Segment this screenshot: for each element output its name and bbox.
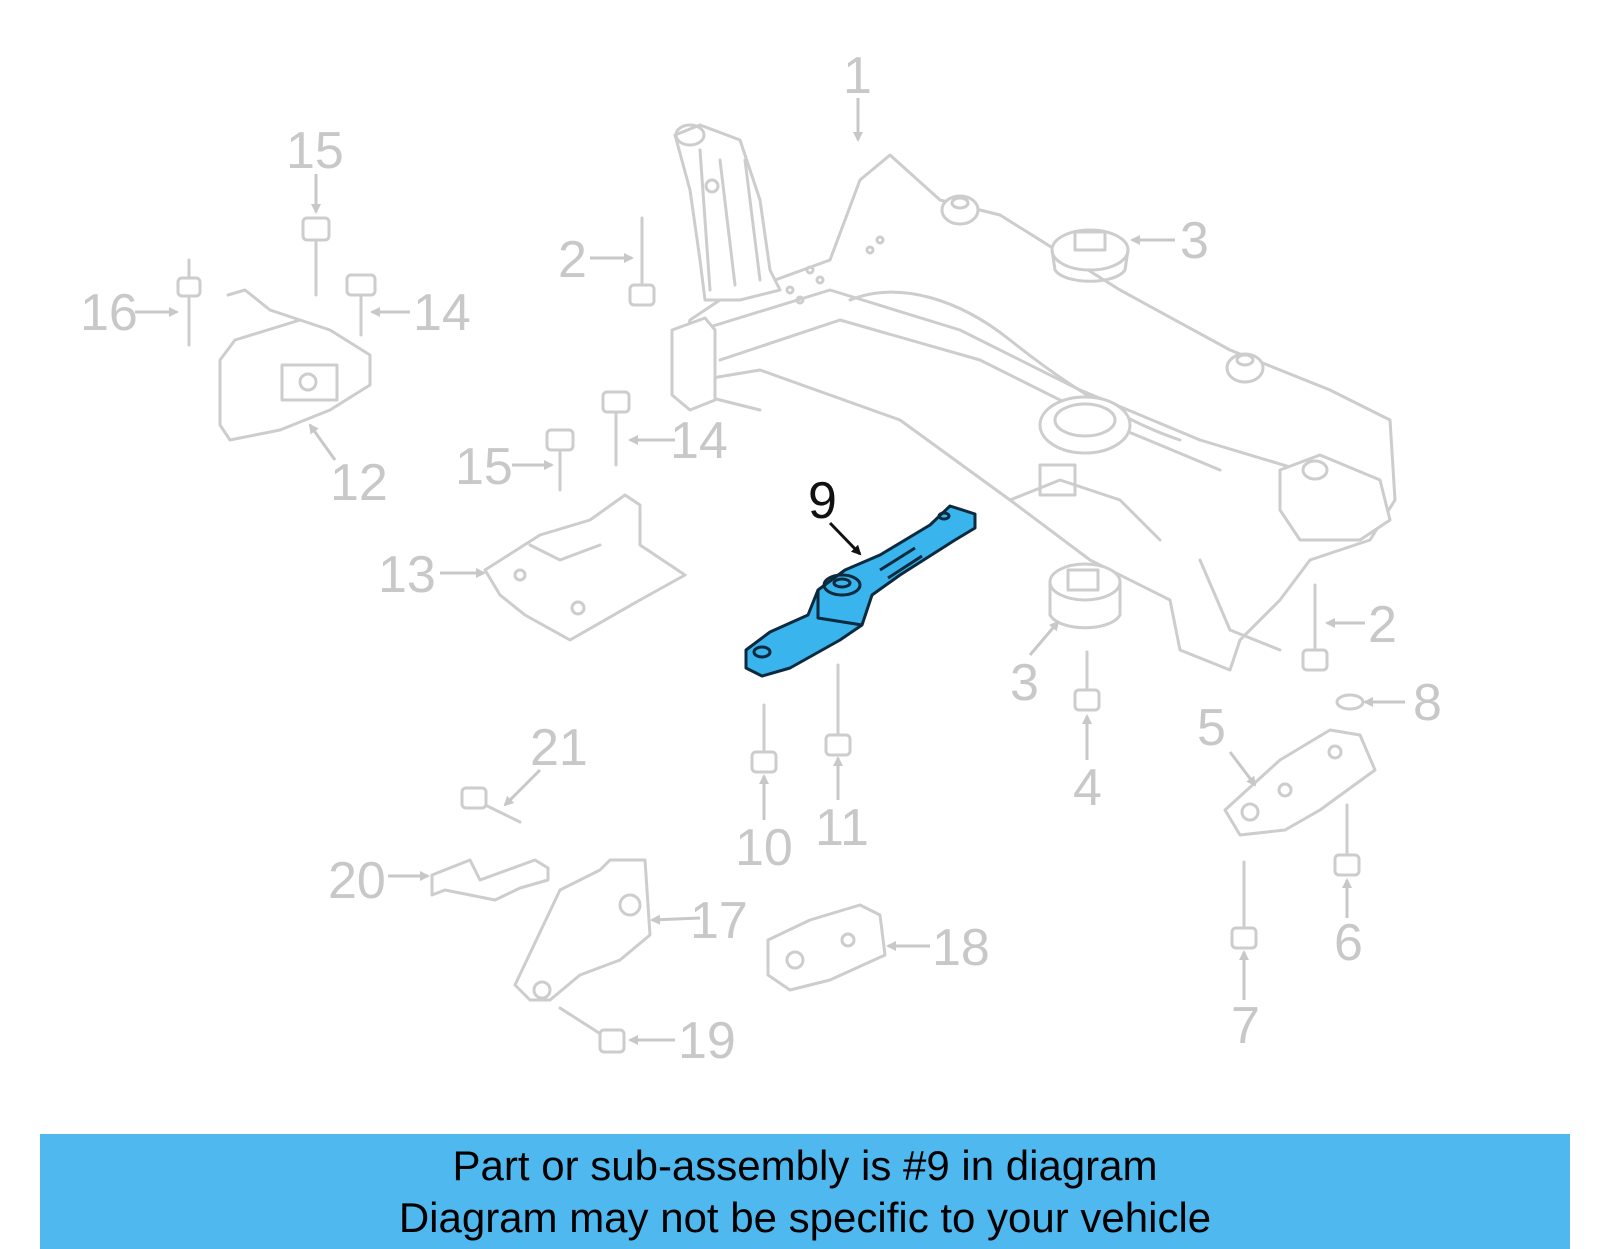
callout-3-upper: 3: [1180, 212, 1209, 270]
callout-12: 12: [330, 454, 388, 512]
banner-line-part-number: Part or sub-assembly is #9 in diagram: [452, 1142, 1158, 1189]
callout-3-lower: 3: [1010, 654, 1039, 712]
callout-15-mid: 15: [455, 438, 513, 496]
mount-12-drawing: [218, 288, 372, 442]
subframe-drawing: [670, 123, 1397, 672]
callout-2-top: 2: [558, 231, 587, 289]
callout-16: 16: [80, 284, 138, 342]
bracket-20-drawing: [430, 858, 550, 902]
callout-9: 9: [808, 472, 837, 530]
info-banner: Part or sub-assembly is #9 in diagram Di…: [40, 1134, 1570, 1249]
callout-10: 10: [735, 819, 793, 877]
callout-19: 19: [678, 1012, 736, 1070]
callout-8: 8: [1413, 674, 1442, 732]
callout-5: 5: [1197, 699, 1226, 757]
callout-2-right: 2: [1368, 596, 1397, 654]
bracket-13-drawing: [483, 493, 687, 642]
callout-15-top: 15: [286, 122, 344, 180]
callout-6: 6: [1334, 914, 1363, 972]
callout-7: 7: [1231, 997, 1260, 1055]
callout-11: 11: [815, 799, 869, 857]
bracket-18-drawing: [766, 903, 887, 992]
bushing-3-upper: [1050, 228, 1130, 283]
bushing-3-lower: [1048, 562, 1122, 630]
callout-13: 13: [378, 546, 436, 604]
callout-17: 17: [690, 892, 748, 950]
callout-1: 1: [843, 47, 872, 105]
callout-14-mid: 14: [670, 412, 728, 470]
callout-21: 21: [530, 719, 588, 777]
callout-labels: 1 2 2 3 3 4 5 6 7 8 9 10 11 12 13 14 14 …: [80, 47, 1442, 1070]
bracket-5-drawing: [1223, 728, 1377, 837]
leader-lines: [135, 98, 1405, 1045]
callout-14-top: 14: [413, 284, 471, 342]
part-9-torque-arm: [744, 504, 977, 678]
callout-20: 20: [328, 852, 386, 910]
banner-line-disclaimer: Diagram may not be specific to your vehi…: [398, 1194, 1212, 1241]
callout-4: 4: [1073, 759, 1102, 817]
callout-18: 18: [932, 919, 990, 977]
bracket-17-drawing: [513, 858, 652, 1002]
